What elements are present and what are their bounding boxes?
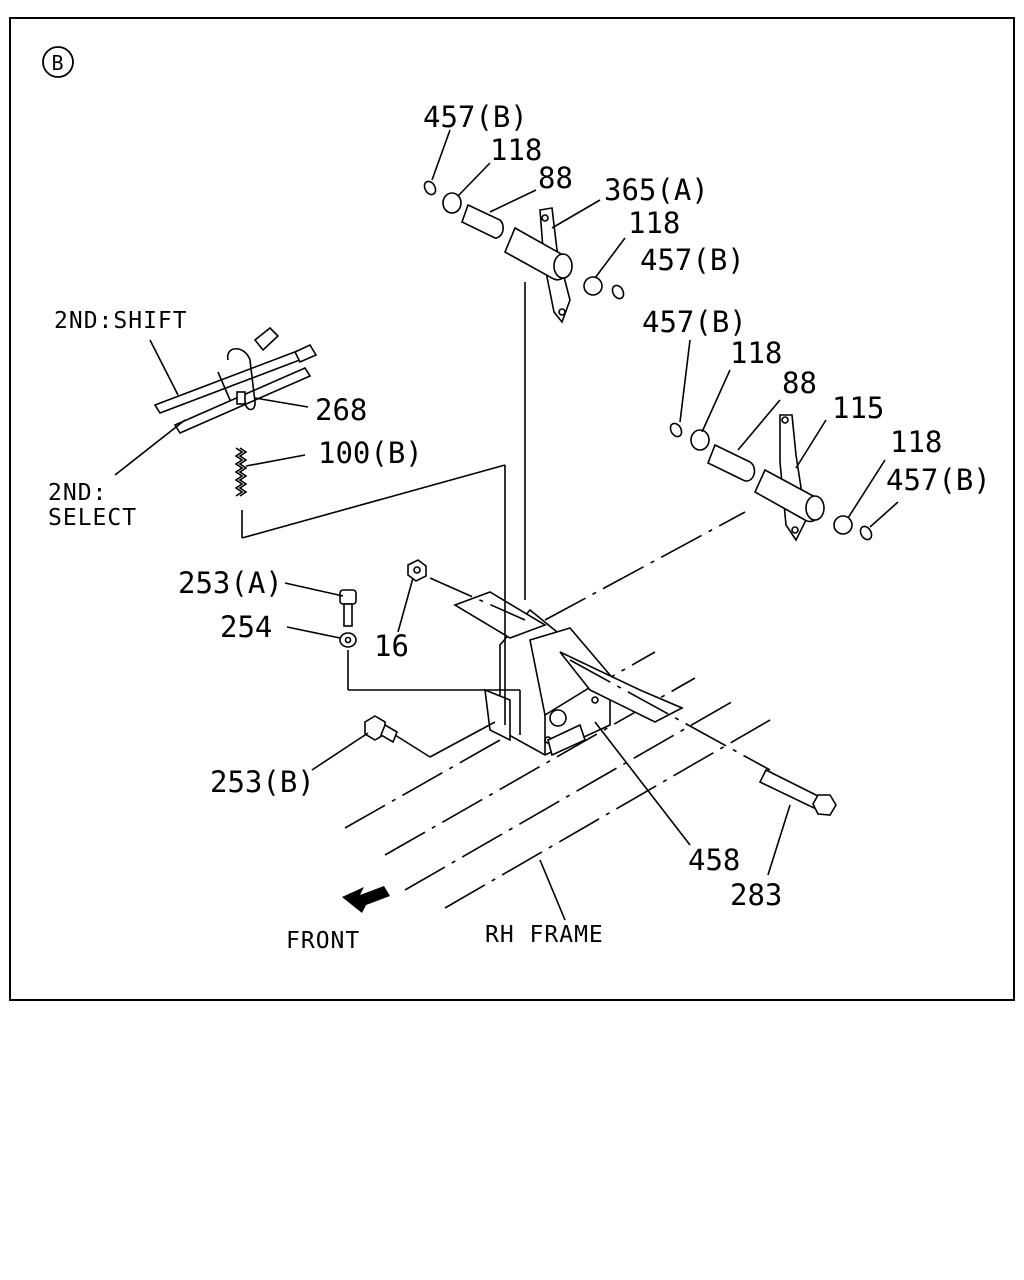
- label-118-top: 118: [490, 133, 542, 167]
- label-leaders: [114, 129, 899, 921]
- label-457b-right-2: 457(B): [886, 463, 991, 497]
- washer-254: [339, 632, 357, 648]
- leader-and-connection-lines: [241, 282, 771, 771]
- label-88-right: 88: [782, 366, 817, 400]
- label-457b-mid: 457(B): [640, 243, 745, 277]
- label-118-mid: 118: [628, 206, 680, 240]
- bolt-253a: [339, 589, 357, 627]
- label-118-right-2: 118: [890, 425, 942, 459]
- label-365a: 365(A): [604, 173, 709, 207]
- label-254: 254: [220, 610, 272, 644]
- section-marker: B: [42, 46, 74, 78]
- label-2nd-shift: 2ND:SHIFT: [54, 308, 188, 334]
- bracket-458: [453, 591, 684, 757]
- label-457b-top: 457(B): [423, 100, 528, 134]
- label-100b: 100(B): [318, 436, 423, 470]
- bolt-283: [758, 768, 837, 816]
- shift-select-cables: [153, 326, 318, 435]
- label-rh-frame: RH FRAME: [485, 922, 604, 948]
- label-front: FRONT: [286, 928, 360, 954]
- bolt-253b: [364, 715, 398, 744]
- label-268: 268: [315, 393, 367, 427]
- label-16: 16: [374, 629, 409, 663]
- shift-lever-365a-group: [423, 180, 625, 324]
- front-arrow-icon: [342, 886, 390, 913]
- label-88-top: 88: [538, 161, 573, 195]
- diagram-border: [9, 17, 1015, 1001]
- nut-16: [407, 559, 427, 582]
- select-lever-115-group: [669, 414, 873, 542]
- label-2nd: 2ND:: [48, 480, 107, 506]
- label-457b-right-1: 457(B): [642, 305, 747, 339]
- label-458: 458: [688, 843, 740, 877]
- label-115: 115: [832, 391, 884, 425]
- label-283: 283: [730, 878, 782, 912]
- spring-100b: [234, 447, 248, 497]
- label-253b: 253(B): [210, 765, 315, 799]
- section-marker-letter: B: [51, 51, 64, 75]
- label-253a: 253(A): [178, 566, 283, 600]
- label-select: SELECT: [48, 505, 137, 531]
- label-118-right-1: 118: [730, 336, 782, 370]
